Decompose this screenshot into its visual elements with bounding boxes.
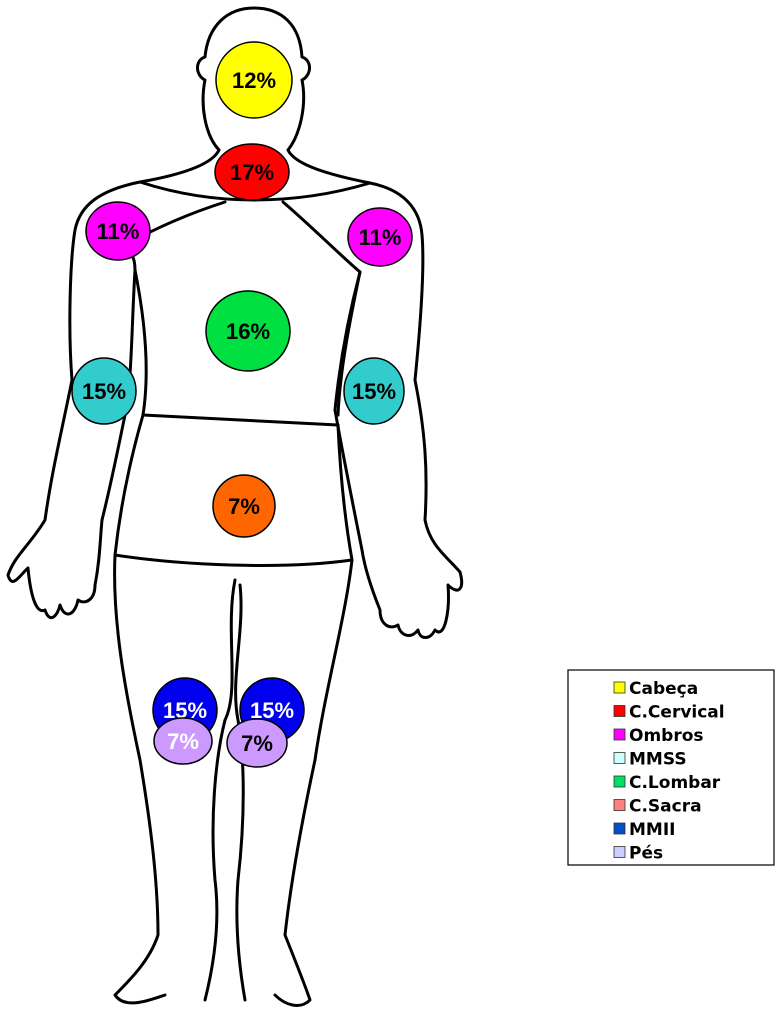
lavender-square-icon	[614, 847, 625, 858]
left-elbow-marker: 15%	[344, 358, 404, 424]
red-square-icon	[614, 706, 625, 717]
blue-square-icon	[614, 823, 625, 834]
pelvis-percent: 7%	[228, 494, 260, 519]
chest-marker: 16%	[206, 291, 290, 371]
right-elbow-marker: 15%	[72, 358, 136, 424]
legend-label: C.Cervical	[629, 703, 725, 723]
legend-label: Pés	[629, 844, 663, 864]
pelvis-marker: 7%	[213, 475, 275, 537]
legend-label: C.Sacra	[629, 797, 702, 817]
chest-percent: 16%	[226, 319, 270, 344]
legend-label: MMII	[629, 820, 675, 840]
left-shoulder-marker: 11%	[348, 208, 412, 266]
magenta-square-icon	[614, 729, 625, 740]
left-foot-percent: 7%	[241, 731, 273, 756]
legend-item: C.Cervical	[614, 703, 725, 723]
right-elbow-percent: 15%	[82, 379, 126, 404]
left-foot-marker: 7%	[227, 719, 287, 767]
neck-marker: 17%	[215, 144, 289, 200]
head-marker: 12%	[216, 42, 292, 118]
head-percent: 12%	[232, 68, 276, 93]
yellow-square-icon	[614, 682, 625, 693]
legend-label: MMSS	[629, 750, 687, 770]
salmon-square-icon	[614, 800, 625, 811]
right-foot-marker: 7%	[154, 718, 212, 764]
right-foot-percent: 7%	[167, 729, 199, 754]
legend-label: C.Lombar	[629, 773, 721, 793]
legend-label: Ombros	[629, 726, 704, 746]
green-square-icon	[614, 776, 625, 787]
legend-item: C.Lombar	[614, 773, 721, 793]
left-shoulder-percent: 11%	[359, 225, 402, 250]
right-shoulder-marker: 11%	[86, 202, 150, 260]
legend-label: Cabeça	[629, 679, 698, 699]
right-shoulder-percent: 11%	[97, 219, 140, 244]
light-cyan-square-icon	[614, 753, 625, 764]
neck-percent: 17%	[230, 160, 274, 185]
left-elbow-percent: 15%	[352, 379, 396, 404]
